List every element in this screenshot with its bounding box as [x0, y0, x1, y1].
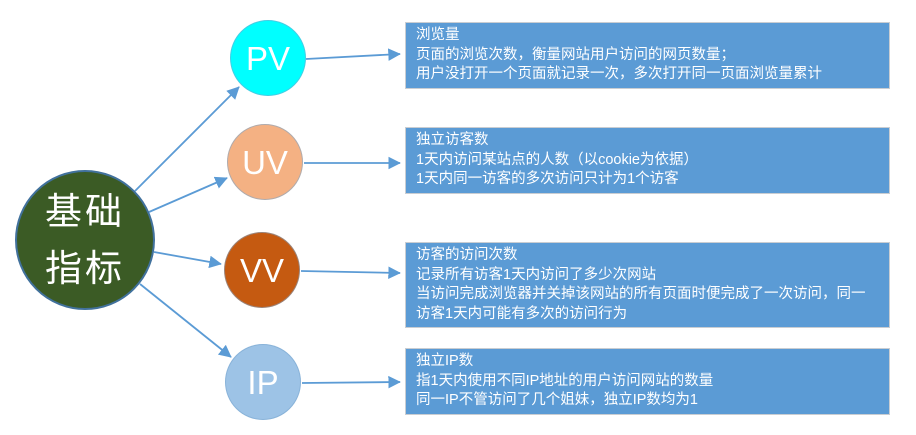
description-line1-uv: 1天内访问某站点的人数（以cookie为依据）: [416, 151, 698, 168]
root-label-line2: 指标: [45, 248, 125, 289]
metric-label-ip: IP: [247, 363, 279, 401]
arrow-root-to-pv: [134, 86, 240, 192]
arrow-root-to-uv: [148, 176, 228, 213]
arrow-root-to-ip: [139, 283, 232, 358]
arrow-root-to-vv: [153, 251, 222, 269]
root-label-line1: 基础: [45, 191, 125, 232]
description-line2-vv: 当访问完成浏览器并关掉该网站的所有页面时便完成了一次访问，同一访客1天内可能有多…: [416, 286, 866, 322]
description-title-uv: 独立访客数: [416, 132, 489, 148]
description-line2-ip: 同一IP不管访问了几个姐妹，独立IP数均为1: [416, 392, 698, 408]
metric-label-vv: VV: [239, 251, 285, 289]
metric-circle-vv: VV: [224, 232, 300, 308]
description-line2-pv: 用户没打开一个页面就记录一次，多次打开同一页面浏览量累计: [416, 66, 822, 82]
description-title-pv: 浏览量: [416, 27, 460, 43]
root-node-basic-metrics: 基础 指标: [15, 170, 155, 310]
metric-circle-ip: IP: [225, 344, 301, 420]
description-line1-vv: 记录所有访客1天内访问了多少次网站: [416, 266, 657, 283]
description-box-pv: 浏览量 页面的浏览次数，衡量网站用户访问的网页数量； 用户没打开一个页面就记录一…: [405, 22, 890, 89]
metric-circle-pv: PV: [230, 20, 306, 96]
description-line1-ip: 指1天内使用不同IP地址的用户访问网站的数量: [416, 372, 714, 389]
description-line2-uv: 1天内同一访客的多次访问只计为1个访客: [416, 171, 679, 187]
metric-label-uv: UV: [242, 143, 288, 181]
description-box-vv: 访客的访问次数 记录所有访客1天内访问了多少次网站 当访问完成浏览器并关掉该网站…: [405, 242, 890, 328]
arrow-pv-to-box: [305, 48, 401, 61]
description-box-uv: 独立访客数 1天内访问某站点的人数（以cookie为依据） 1天内同一访客的多次…: [405, 127, 890, 194]
description-line1-pv: 页面的浏览次数，衡量网站用户访问的网页数量；: [416, 46, 735, 63]
metric-label-pv: PV: [245, 39, 291, 77]
description-box-ip: 独立IP数 指1天内使用不同IP地址的用户访问网站的数量 同一IP不管访问了几个…: [405, 348, 890, 415]
arrow-ip-to-box: [301, 375, 401, 389]
description-title-vv: 访客的访问次数: [416, 247, 518, 263]
arrow-vv-to-box: [300, 266, 401, 280]
metric-circle-uv: UV: [227, 124, 303, 200]
description-title-ip: 独立IP数: [416, 353, 474, 369]
